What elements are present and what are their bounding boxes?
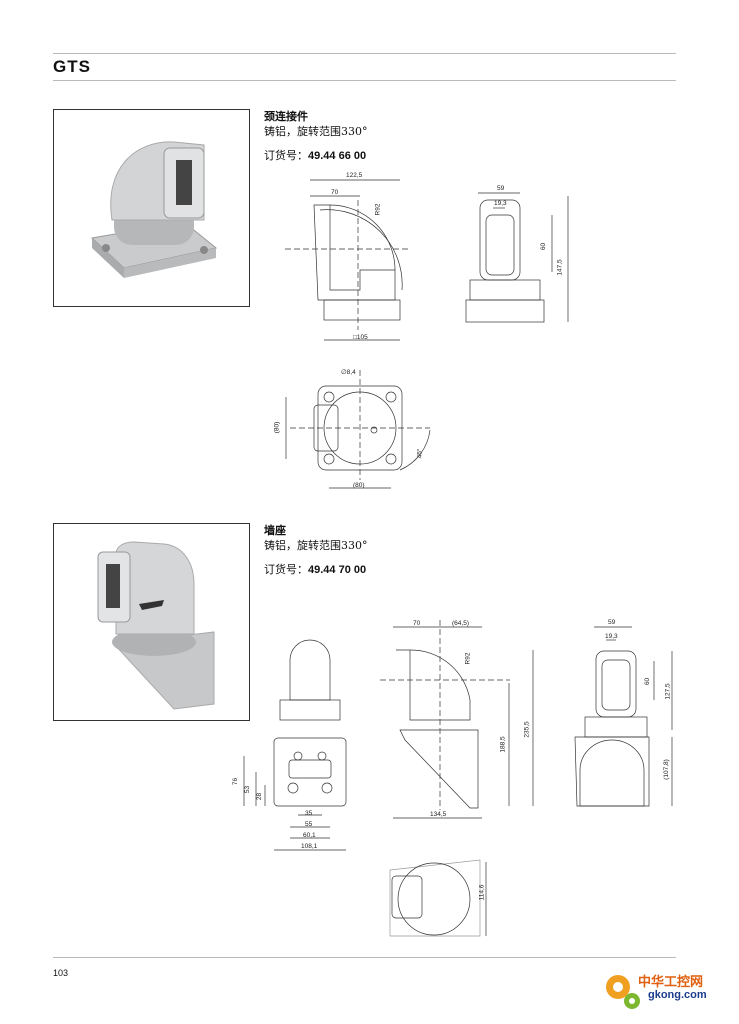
- dim-label: 59: [608, 619, 616, 626]
- dim-label: (80): [273, 421, 281, 434]
- dim-label: □105: [353, 334, 368, 341]
- drawing-side-view-2: [380, 620, 534, 819]
- page-number: 103: [53, 968, 69, 978]
- footer-rule: [53, 957, 676, 958]
- product-description: 铸铝，旋转范围330°: [264, 539, 368, 552]
- product-name: 墙座: [264, 524, 286, 537]
- drawing-front-view-2: [574, 626, 673, 807]
- product-name: 颈连接件: [264, 110, 308, 123]
- drawing-top-view-2: [389, 859, 487, 937]
- dim-label: (107,8): [662, 759, 670, 780]
- dim-label: 28: [256, 792, 264, 801]
- dim-label: R92: [374, 203, 382, 216]
- dim-label: 55: [305, 821, 313, 828]
- dim-label: 70: [331, 189, 339, 196]
- dim-label: 45°: [416, 448, 424, 459]
- dim-label: (64,5): [452, 620, 469, 627]
- gear-icon: [606, 975, 640, 1009]
- product-info-2: 墙座 铸铝，旋转范围330° 订货号：49.44 70 00: [264, 523, 368, 578]
- top-rule: [53, 53, 676, 54]
- dim-label: 108,1: [301, 843, 318, 850]
- dim-label: 188,5: [499, 736, 507, 753]
- dim-label: 19,3: [605, 633, 618, 640]
- drawing-back-view-2: [243, 639, 347, 851]
- dim-label: 122,5: [346, 172, 363, 179]
- dim-label: 114,6: [478, 884, 486, 901]
- product-photo-wall-mount: [53, 523, 250, 721]
- watermark-text-cn: 中华工控网: [638, 974, 704, 989]
- drawing-side-view-1: [285, 179, 410, 341]
- dim-label: 60: [540, 242, 548, 251]
- dim-label: 127,5: [664, 683, 672, 700]
- drawing-top-view-1: [285, 370, 431, 489]
- dim-label: 60: [644, 677, 652, 686]
- dim-label: 53: [244, 785, 252, 794]
- dim-label: 235,5: [523, 721, 531, 738]
- dim-label: ∅8,4: [341, 369, 356, 376]
- dim-label: 60,1: [303, 832, 316, 839]
- watermark-text-en: gkong.com: [648, 989, 707, 1001]
- dim-label: 147,5: [556, 259, 564, 276]
- dim-label: 59: [497, 185, 505, 192]
- dim-label: 76: [232, 777, 240, 786]
- order-number: 49.44 70 00: [308, 564, 367, 576]
- product-info-1: 颈连接件 铸铝，旋转范围330° 订货号：49.44 66 00: [264, 109, 368, 164]
- product-photo-neck-connector: [53, 109, 250, 307]
- watermark-logo: 中华工控网 gkong.com: [600, 965, 730, 1015]
- dim-label: R92: [464, 652, 472, 665]
- dim-label: 19,3: [494, 200, 507, 207]
- product-description: 铸铝，旋转范围330°: [264, 125, 368, 138]
- order-number: 49.44 66 00: [308, 150, 367, 162]
- dim-label: 70: [413, 620, 421, 627]
- dim-label: 35: [305, 810, 313, 817]
- title-rule: [53, 80, 676, 81]
- order-label: 订货号：: [264, 149, 308, 162]
- drawing-front-view-1: [465, 192, 569, 323]
- dim-label: 134,5: [430, 811, 447, 818]
- dim-label: (80): [353, 482, 365, 489]
- page-title: GTS: [53, 57, 91, 76]
- order-label: 订货号：: [264, 563, 308, 576]
